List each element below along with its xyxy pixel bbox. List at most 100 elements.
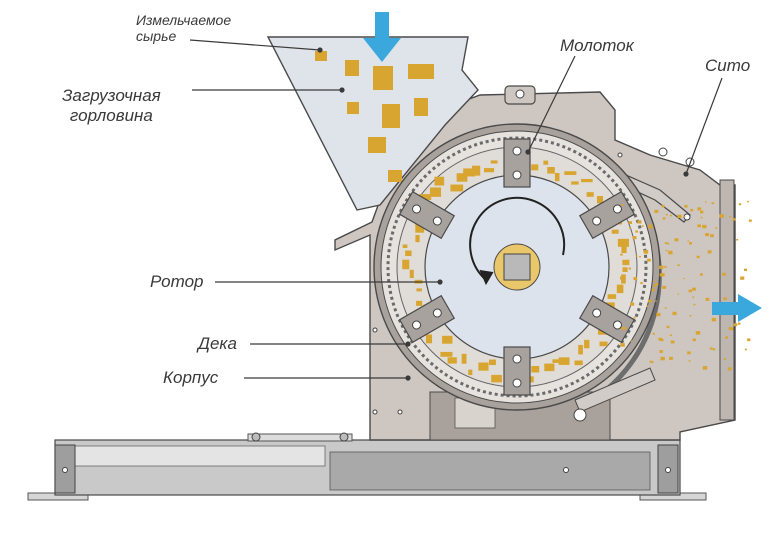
particle	[738, 203, 742, 206]
particle	[402, 244, 408, 248]
particle	[447, 357, 457, 364]
particle	[584, 339, 590, 349]
particle	[719, 214, 724, 218]
particle	[683, 215, 686, 218]
particle	[649, 360, 653, 363]
particle	[674, 238, 679, 242]
particle	[543, 160, 549, 165]
particle	[737, 322, 741, 325]
particle	[710, 234, 714, 238]
particle	[651, 361, 654, 364]
particle	[616, 284, 624, 294]
arrow-down-icon	[363, 12, 401, 62]
particle	[672, 311, 677, 316]
particle	[728, 327, 733, 330]
particle	[690, 208, 694, 212]
particle	[722, 272, 726, 276]
particle	[442, 335, 453, 344]
particle	[652, 332, 655, 335]
particle	[744, 268, 748, 272]
particle	[648, 299, 652, 303]
rotation-arrow-icon	[469, 196, 566, 281]
particle	[668, 250, 673, 255]
hammer	[578, 294, 636, 344]
hammer	[398, 294, 456, 344]
particle	[434, 176, 445, 186]
particle	[580, 178, 593, 183]
particle	[747, 200, 750, 203]
particle	[723, 297, 727, 301]
particle	[622, 259, 630, 266]
particle	[712, 348, 716, 351]
particle	[544, 363, 555, 372]
rotor-label: Ротор	[150, 272, 204, 291]
particle	[637, 220, 642, 224]
particle	[415, 234, 420, 243]
particle	[531, 164, 539, 171]
particle	[664, 307, 667, 309]
particle	[643, 250, 649, 254]
particle	[666, 242, 670, 245]
particle	[429, 187, 442, 197]
particle	[628, 221, 633, 224]
particle	[664, 265, 667, 268]
particle	[622, 267, 628, 273]
particle	[651, 288, 655, 292]
particle	[664, 242, 668, 244]
particle	[711, 317, 717, 322]
particle	[635, 255, 638, 257]
particle	[596, 195, 604, 204]
particle	[586, 192, 594, 197]
particle	[662, 285, 667, 289]
particle	[744, 348, 747, 351]
particle	[677, 293, 680, 295]
arrow-right-icon	[712, 294, 762, 322]
particle	[740, 276, 745, 280]
particle	[665, 249, 668, 252]
particle	[552, 359, 561, 363]
particle	[463, 168, 476, 177]
particle	[670, 340, 675, 344]
particle	[640, 282, 643, 285]
particle	[733, 323, 738, 327]
particle	[696, 255, 700, 259]
particle	[621, 326, 626, 331]
particle	[727, 367, 732, 371]
particle	[655, 283, 659, 286]
particle	[723, 358, 727, 360]
particle	[633, 316, 636, 319]
particle	[621, 203, 625, 206]
particle	[687, 240, 690, 242]
particle	[409, 269, 414, 279]
particle	[633, 277, 638, 281]
particle	[689, 315, 692, 317]
particle	[688, 289, 692, 293]
particle	[689, 242, 693, 245]
particle	[705, 201, 707, 203]
particle	[632, 236, 637, 240]
particle	[654, 209, 659, 213]
particle	[736, 238, 739, 241]
particle	[687, 351, 691, 355]
particle	[688, 360, 691, 362]
particle	[707, 250, 712, 254]
particle	[709, 347, 713, 350]
particle	[683, 277, 685, 280]
particle	[700, 216, 703, 219]
particle	[468, 369, 473, 376]
particle	[554, 172, 560, 182]
particle	[635, 230, 638, 233]
particle	[669, 214, 672, 217]
particle	[415, 223, 425, 233]
particle	[695, 331, 701, 335]
particle	[402, 259, 410, 270]
particle	[425, 334, 433, 344]
grinding-chamber	[373, 123, 661, 411]
particle	[639, 255, 641, 258]
particle	[692, 338, 696, 342]
particle	[646, 305, 649, 307]
particle	[478, 362, 489, 371]
particle	[677, 264, 680, 266]
particle	[725, 336, 728, 339]
